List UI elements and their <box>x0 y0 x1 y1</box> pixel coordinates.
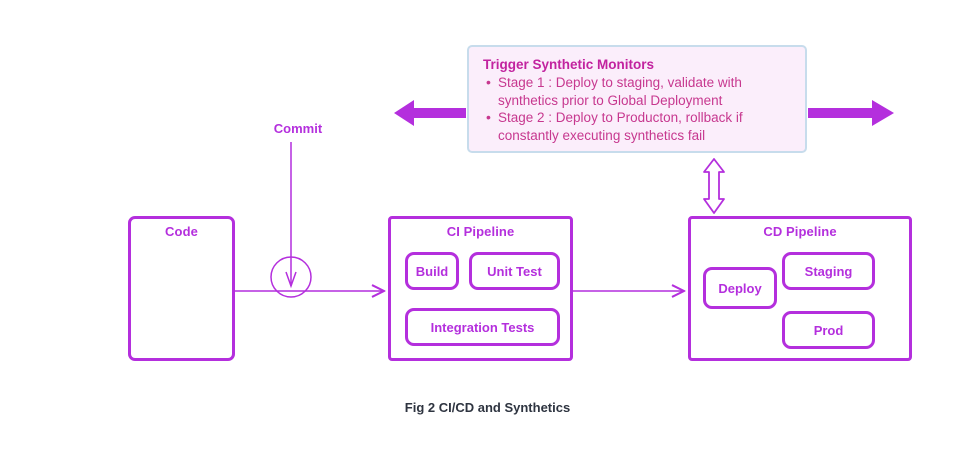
trigger-synthetic-monitors-callout[interactable]: Trigger Synthetic Monitors Stage 1 : Dep… <box>467 45 807 153</box>
commit-node-circle <box>270 256 312 298</box>
code-box-title: Code <box>165 224 198 239</box>
cd-pipeline-box[interactable]: CD Pipeline Deploy Staging Prod <box>688 216 912 361</box>
code-box[interactable]: Code <box>128 216 235 361</box>
cd-stage-prod[interactable]: Prod <box>782 311 875 349</box>
callout-bullet-list: Stage 1 : Deploy to staging, validate wi… <box>481 74 793 144</box>
cd-stage-deploy[interactable]: Deploy <box>703 267 777 309</box>
callout-title: Trigger Synthetic Monitors <box>483 57 655 72</box>
thick-arrow-left <box>394 100 466 126</box>
cd-pipeline-title: CD Pipeline <box>763 224 837 239</box>
ci-stage-build[interactable]: Build <box>405 252 459 290</box>
callout-bullet-item: Stage 1 : Deploy to staging, validate wi… <box>486 74 793 109</box>
cd-stage-staging[interactable]: Staging <box>782 252 875 290</box>
ci-pipeline-box[interactable]: CI Pipeline Build Unit Test Integration … <box>388 216 573 361</box>
ci-pipeline-title: CI Pipeline <box>446 224 515 239</box>
ci-stage-unit-test[interactable]: Unit Test <box>469 252 560 290</box>
commit-arrowhead <box>285 271 297 289</box>
ci-stage-integration-tests[interactable]: Integration Tests <box>405 308 560 346</box>
callout-bullet-item: Stage 2 : Deploy to Producton, rollback … <box>486 109 793 144</box>
commit-label: Commit <box>273 121 323 136</box>
double-arrow-vertical <box>703 158 725 214</box>
figure-caption: Fig 2 CI/CD and Synthetics <box>404 400 571 415</box>
thick-arrow-right <box>808 100 894 126</box>
